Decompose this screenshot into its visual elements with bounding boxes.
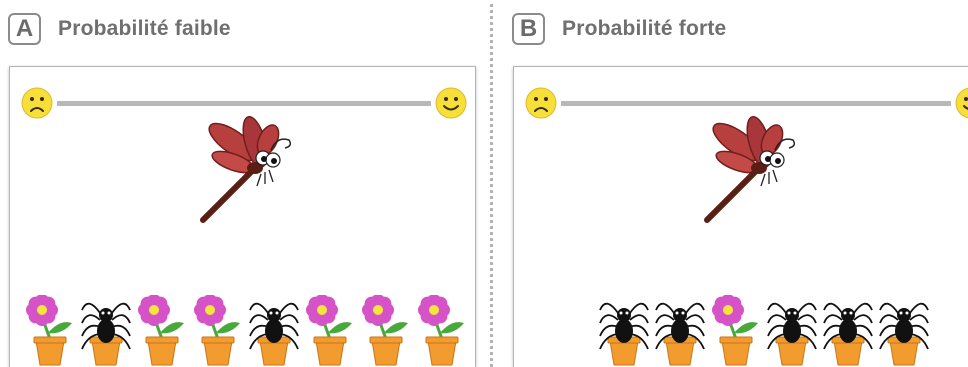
flower-pot-icon	[26, 295, 72, 366]
sad-face-icon	[21, 87, 53, 119]
panel-b-letter: B	[512, 13, 545, 45]
spider-pot-icon	[655, 302, 705, 366]
panel-b-header: B Probabilité forte	[512, 13, 726, 45]
panel-b-title: Probabilité forte	[562, 17, 727, 40]
panel-b-scene	[513, 66, 968, 367]
panel-a-letter: A	[8, 13, 41, 45]
spider-pot-icon	[823, 302, 873, 366]
spider-pot-icon	[81, 302, 131, 366]
happy-face-icon	[955, 87, 968, 119]
dragonfly-icon	[704, 116, 796, 223]
flower-pot-icon	[194, 295, 240, 366]
spider-pot-icon	[249, 302, 299, 366]
probability-scale	[525, 87, 968, 119]
panel-a: A Probabilité faible	[8, 13, 476, 367]
flower-pot-icon	[712, 295, 758, 366]
spider-pot-icon	[767, 302, 817, 366]
panel-b: B Probabilité forte	[504, 0, 968, 367]
flower-pot-icon	[138, 295, 184, 366]
happy-face-icon	[435, 87, 467, 119]
flower-pot-icon	[362, 295, 408, 366]
scale-bar	[561, 101, 951, 106]
panel-a-scene	[9, 66, 476, 367]
probability-scale	[21, 87, 467, 119]
flower-pot-icon	[306, 295, 352, 366]
panel-divider	[490, 4, 493, 367]
panel-a-header: A Probabilité faible	[8, 13, 231, 45]
sad-face-icon	[525, 87, 557, 119]
panel-a-title: Probabilité faible	[58, 17, 231, 40]
spider-pot-icon	[879, 302, 929, 366]
dragonfly-icon	[200, 116, 292, 223]
spider-pot-icon	[599, 302, 649, 366]
scale-bar	[57, 101, 431, 106]
flower-pot-icon	[418, 295, 464, 366]
